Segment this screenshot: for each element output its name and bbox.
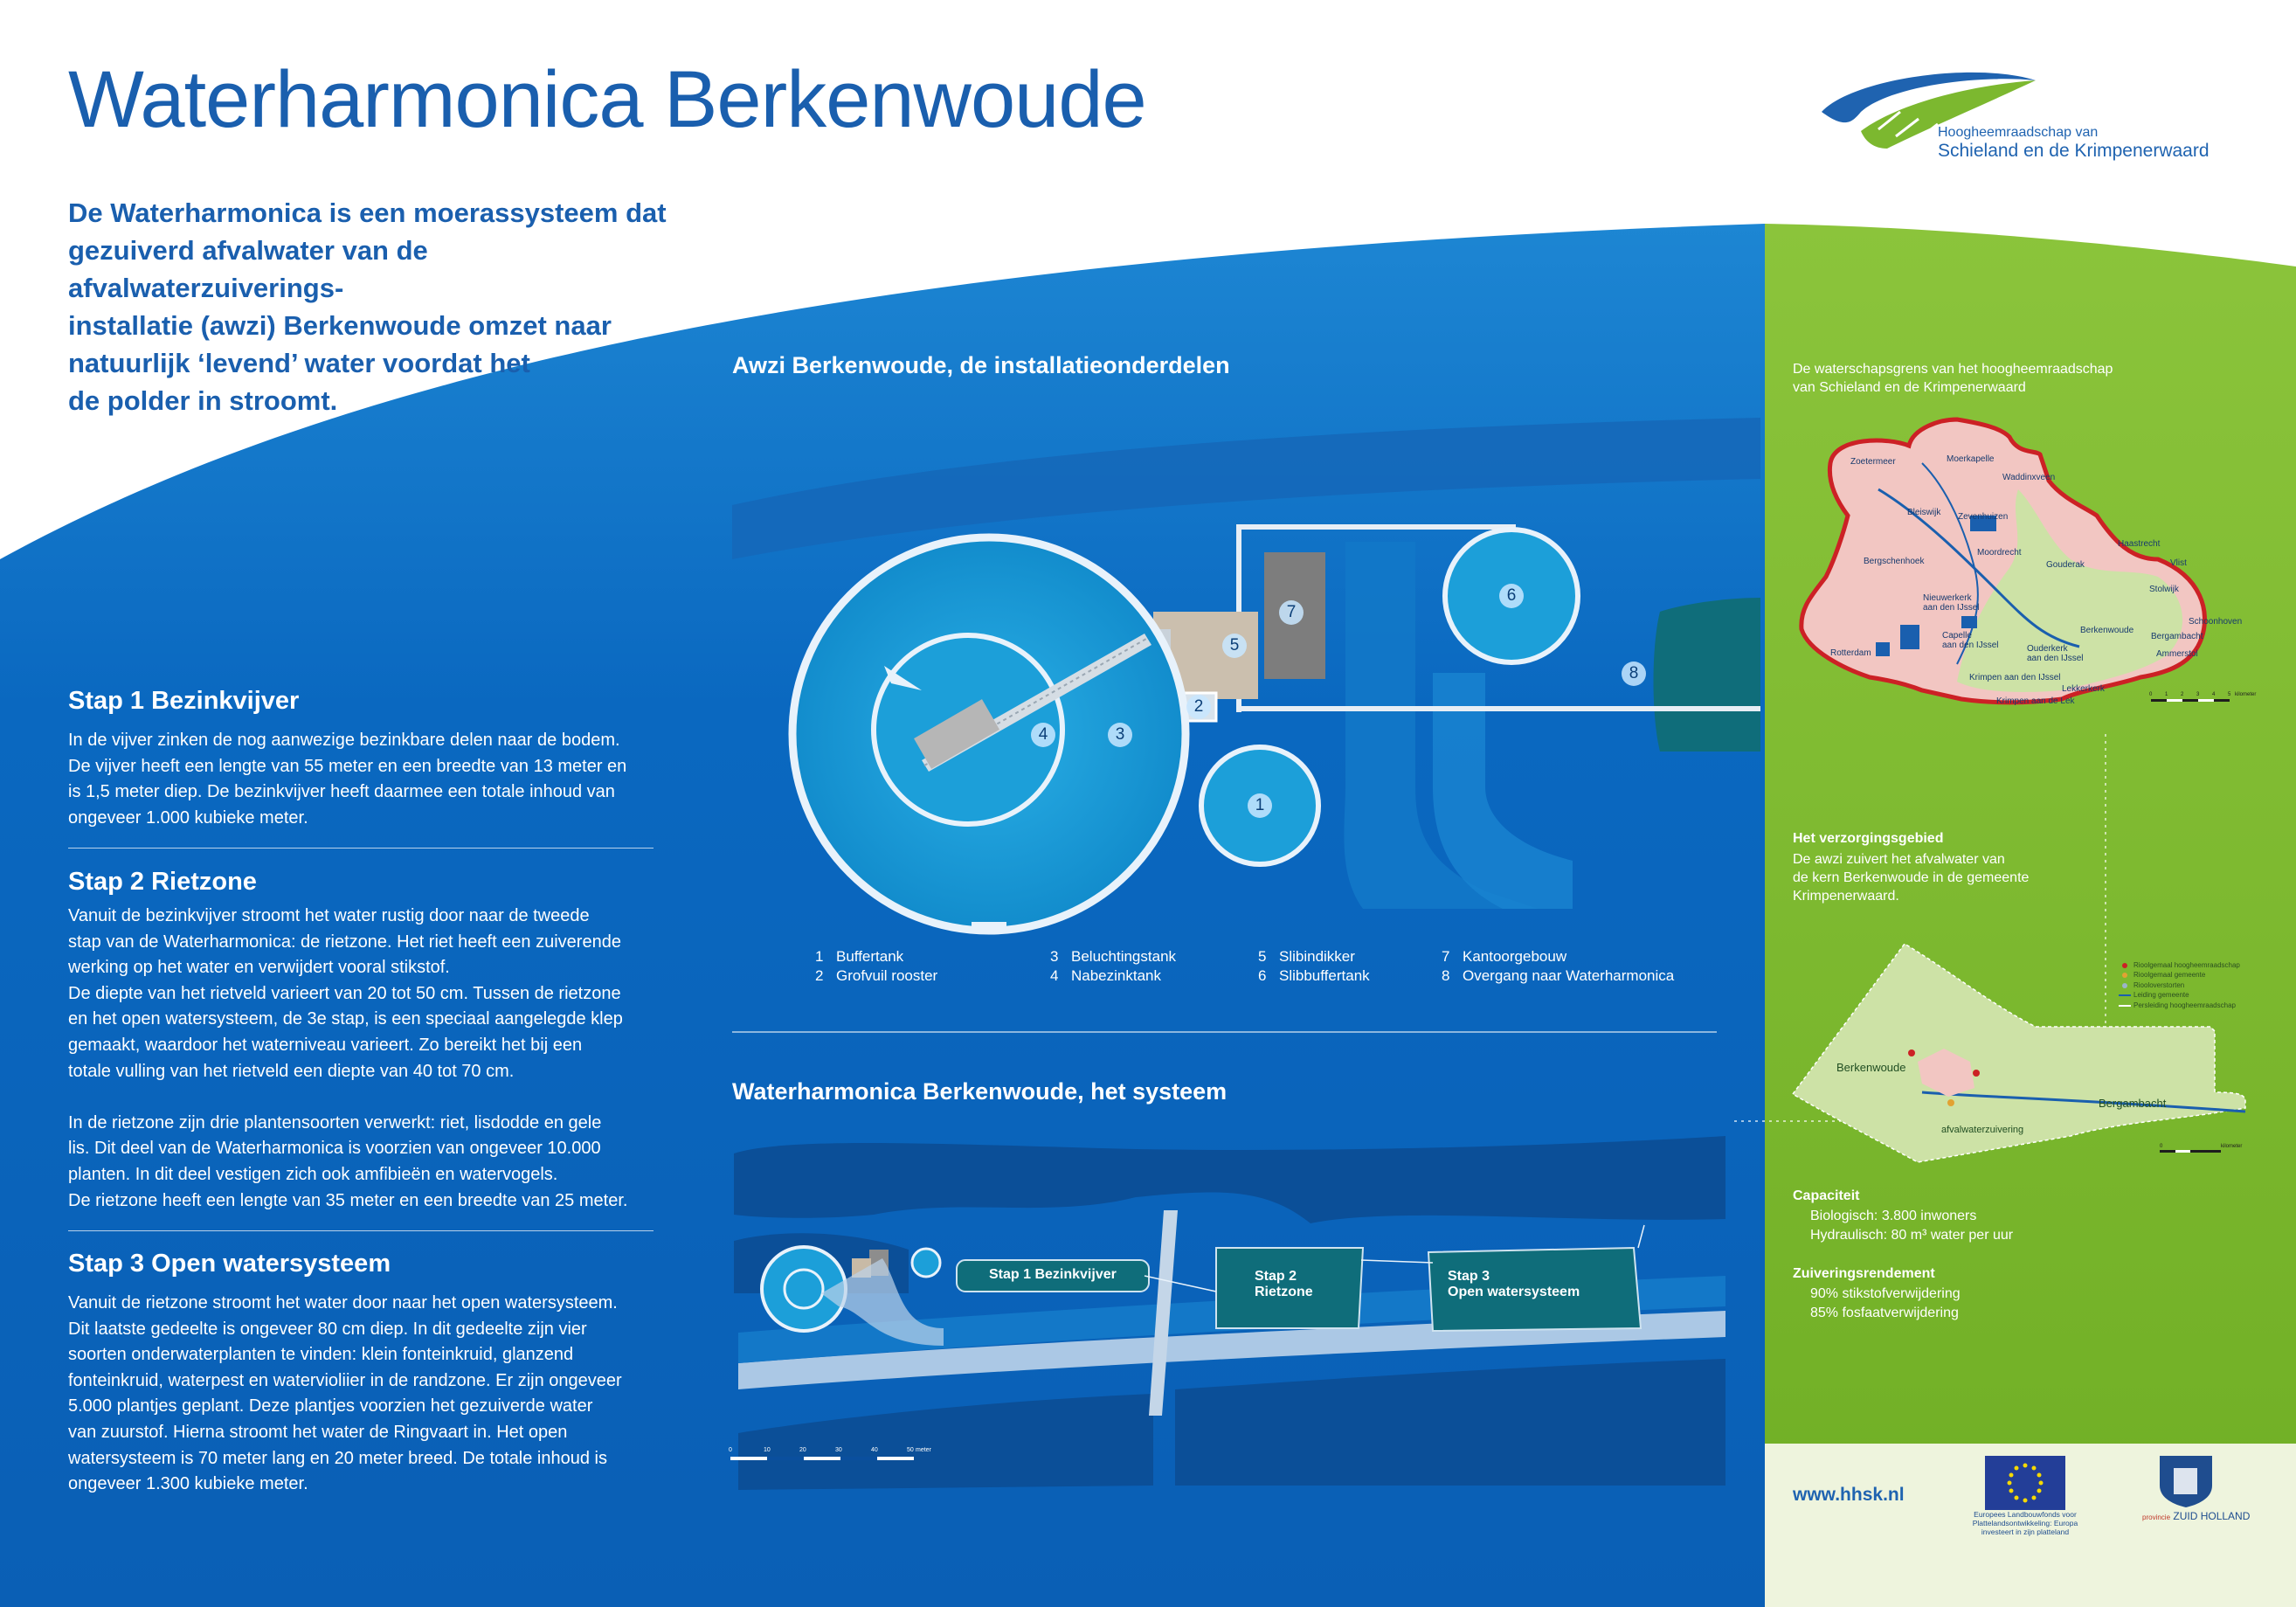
pond-stap2: [1215, 1247, 1365, 1329]
green-sidebar: [1765, 224, 2296, 1607]
berkenwoude-label: Berkenwoude: [1836, 1061, 1906, 1074]
town-label: Gouderak: [2046, 560, 2085, 570]
marker-1: 1: [1248, 793, 1272, 818]
intro-text: De Waterharmonica is een moerassysteem d…: [68, 197, 667, 416]
marker-7: 7: [1279, 600, 1304, 625]
service-map: [1791, 943, 2246, 1163]
capacity-line-2: Hydraulisch: 80 m³ water per uur: [1810, 1228, 2014, 1243]
road-band: [732, 418, 1760, 559]
stap1-label: Stap 1 Bezinkvijver: [989, 1267, 1117, 1282]
zuid-holland-caption: provincie ZUID HOLLAND: [2142, 1510, 2251, 1522]
awzi-location-label: afvalwaterzuivering: [1941, 1125, 2024, 1135]
hhsk-logo-text: Hoogheemraadschap van Schieland en de Kr…: [1938, 124, 2210, 162]
divider: [68, 848, 654, 849]
legend-item: Rioolgemaal hoogheemraadschap: [2133, 961, 2240, 969]
website-link[interactable]: www.hhsk.nl: [1793, 1485, 1905, 1505]
teal-outlet: [1653, 598, 1760, 752]
page-title: Waterharmonica Berkenwoude: [68, 55, 1147, 144]
town-label: Moerkapelle: [1947, 454, 1995, 464]
legend-item: Leiding gemeente: [2133, 991, 2189, 999]
town-label: Lekkerkerk: [2062, 684, 2105, 694]
step-3-text: Vanuit de rietzone stroomt het water doo…: [68, 1293, 622, 1494]
town-label: Zoetermeer: [1850, 457, 1896, 467]
pond-stap3: [1427, 1246, 1642, 1333]
town-label: Haastrecht: [2118, 539, 2161, 549]
town-label: Krimpen aan de Lek: [1996, 696, 2075, 706]
marker-3: 3: [1108, 723, 1132, 747]
legend-item: Persleiding hoogheemraadschap: [2133, 1001, 2236, 1009]
marker-8: 8: [1622, 662, 1646, 686]
step-1-text: In de vijver zinken de nog aanwezige bez…: [68, 731, 627, 828]
town-label: Ammerstol: [2156, 649, 2198, 659]
zuid-holland-crest: [2160, 1456, 2212, 1507]
town-label: Bergschenhoek: [1864, 557, 1925, 566]
divider: [68, 1230, 654, 1231]
town-label: Vlist: [2170, 558, 2187, 568]
awzi-diagram: [732, 418, 1760, 935]
town-label: Krimpen aan den IJssel: [1969, 673, 2061, 682]
hhsk-logo-mark: [1822, 72, 2036, 149]
town-label: Bleiswijk: [1907, 508, 1941, 517]
region-map: [1799, 417, 2230, 705]
logo-line-1: Hoogheemraadschap van: [1938, 125, 2099, 140]
bergambacht-label: Bergambacht: [2099, 1097, 2167, 1110]
step-2-text: Vanuit de bezinkvijver stroomt het water…: [68, 906, 628, 1210]
service-heading: Het verzorgingsgebied: [1793, 831, 1944, 846]
system-diagram: [730, 1136, 1725, 1490]
town-label: Ouderkerk aan den IJssel: [2027, 644, 2084, 663]
town-label: Schoonhoven: [2189, 617, 2243, 627]
marker-6: 6: [1499, 584, 1524, 608]
awzi-heading: Awzi Berkenwoude, de installatieonderdel…: [732, 352, 1230, 378]
town-label: Capelle aan den IJssel: [1942, 631, 1999, 650]
eu-caption: Europees Landbouwfonds voor Plattelandso…: [1972, 1510, 2078, 1536]
stap3-label: Stap 3 Open watersysteem: [1448, 1269, 1580, 1299]
town-label: Rotterdam: [1830, 648, 1871, 658]
town-label: Zevenhuizen: [1958, 512, 2009, 522]
town-label: Moordrecht: [1977, 548, 2022, 558]
pond-stap1: [956, 1259, 1150, 1292]
town-label: Nieuwerkerk aan den IJssel: [1923, 593, 1980, 613]
step-1-heading: Stap 1 Bezinkvijver: [68, 687, 300, 715]
step-2-heading: Stap 2 Rietzone: [68, 868, 257, 896]
yield-line-2: 85% fosfaatverwijdering: [1810, 1306, 1959, 1320]
service-text: De awzi zuivert het afvalwater van de ke…: [1793, 852, 2030, 904]
town-label: Waddinxveen: [2002, 473, 2056, 482]
yield-line-1: 90% stikstofverwijdering: [1810, 1286, 1961, 1301]
stap2-label: Stap 2 Rietzone: [1255, 1269, 1313, 1299]
legend-item: Rioolgemaal gemeente: [2133, 971, 2206, 979]
system-scale-bar: [730, 1457, 914, 1460]
logo-line-2: Schieland en de Krimpenerwaard: [1938, 141, 2210, 161]
capacity-line-1: Biologisch: 3.800 inwoners: [1810, 1209, 1977, 1223]
town-label: Berkenwoude: [2080, 626, 2134, 635]
marker-4: 4: [1031, 723, 1055, 747]
marker-5: 5: [1222, 634, 1247, 658]
yield-heading: Zuiveringsrendement: [1793, 1266, 1935, 1281]
step-3-heading: Stap 3 Open watersysteem: [68, 1250, 391, 1278]
eu-flag: [1985, 1456, 2065, 1510]
marker-2: 2: [1186, 695, 1211, 719]
system-heading: Waterharmonica Berkenwoude, het systeem: [732, 1078, 1228, 1105]
map-caption: De waterschapsgrens van het hoogheemraad…: [1793, 362, 2113, 395]
capacity-heading: Capaciteit: [1793, 1188, 1860, 1203]
town-label: Bergambacht: [2151, 632, 2203, 641]
legend-item: Riooloverstorten: [2133, 981, 2185, 989]
town-label: Stolwijk: [2149, 585, 2179, 594]
